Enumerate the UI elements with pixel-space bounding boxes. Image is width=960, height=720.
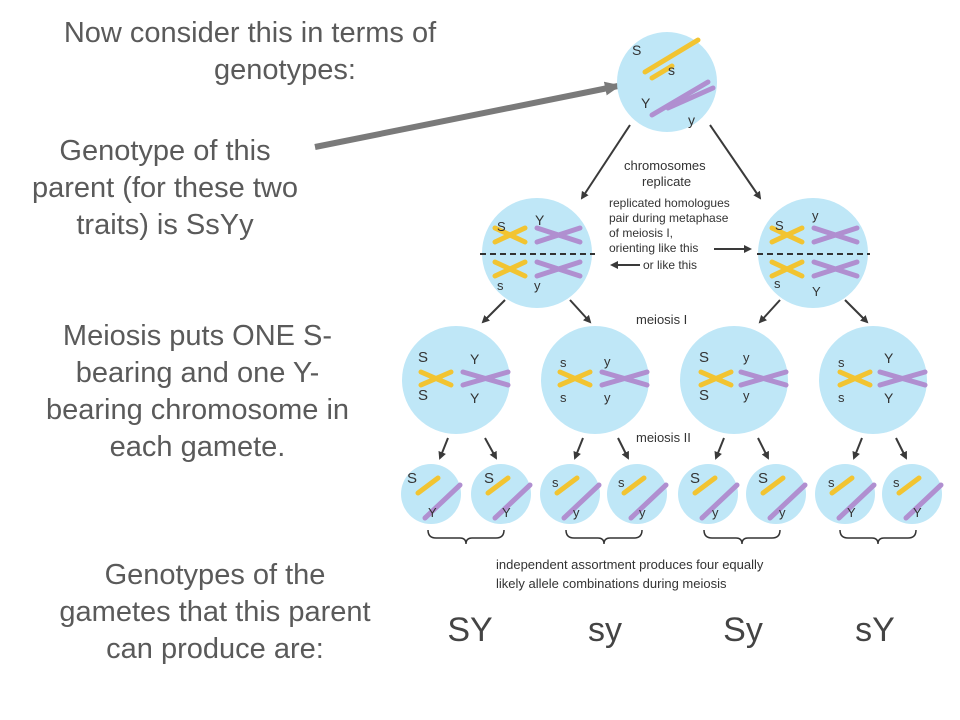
label-meiosis-2: meiosis II: [636, 430, 691, 445]
meiosis-line-3: bearing chromosome in: [45, 394, 350, 426]
meiosis-line-4: each gamete.: [109, 431, 286, 463]
gametes-question-line-3: can produce are:: [106, 633, 324, 665]
gamete-4: s y: [607, 464, 669, 524]
label-replicate-1: chromosomes: [624, 158, 706, 173]
brace-sy: [565, 529, 643, 545]
label-metaphase-2: pair during metaphase: [609, 211, 729, 225]
parent-allele-S: S: [632, 42, 641, 58]
brace-Sy: [703, 529, 781, 545]
metaphase-cell-2: S y s Y: [757, 198, 870, 308]
gametes-question-line-1: Genotypes of the: [104, 559, 326, 591]
meiosis-statement-text: Meiosis puts ONE S- bearing and one Y- b…: [0, 318, 395, 466]
pointer-arrow: [314, 81, 621, 150]
metaphase2-allele-s: s: [774, 276, 781, 291]
gamete-2: S Y: [471, 464, 533, 524]
brace-sY: [839, 529, 917, 545]
gamete5-allele-y: y: [712, 505, 719, 520]
meiosis1-cell1-allele-S-bottom: S: [418, 387, 428, 404]
meiosis1-cell3-allele-y-bottom: y: [743, 388, 750, 403]
metaphase-cell-1: S Y s y: [480, 198, 595, 308]
gamete2-allele-S: S: [484, 470, 494, 487]
gamete3-allele-y: y: [573, 505, 580, 520]
gamete-genotype-sy: sy: [588, 611, 622, 649]
gamete-genotype-sY: sY: [855, 611, 895, 649]
brace-SY: [427, 529, 505, 545]
gametes-question-line-2: gametes that this parent: [59, 596, 371, 628]
meiosis1-cell3-allele-S-bottom: S: [699, 387, 709, 404]
gamete8-allele-s: s: [893, 475, 900, 490]
gametes-question-text: Genotypes of the gametes that this paren…: [10, 557, 420, 668]
meiosis1-cell3-allele-y-top: y: [743, 350, 750, 365]
metaphase2-allele-Y: Y: [812, 284, 821, 299]
gamete-8: s Y: [882, 464, 944, 524]
parent-allele-y: y: [688, 112, 695, 128]
parent-cell: S s Y y: [617, 32, 717, 132]
meiosis1-cell4-allele-s-top: s: [838, 355, 845, 370]
meiosis-line-1: Meiosis puts ONE S-: [62, 320, 333, 352]
gamete7-allele-Y: Y: [847, 505, 856, 520]
gamete4-allele-y: y: [639, 505, 646, 520]
gamete-6: S y: [746, 464, 808, 524]
gamete6-allele-S: S: [758, 470, 768, 487]
heading-line-1: Now consider this in terms of: [63, 17, 437, 49]
gamete7-allele-s: s: [828, 475, 835, 490]
meiosis1-cell-4: s Y s Y: [819, 326, 928, 434]
meiosis1-cell2-allele-s-bottom: s: [560, 390, 567, 405]
parent-genotype-line-3: traits) is SsYy: [76, 209, 254, 241]
gamete-5: S y: [678, 464, 740, 524]
meiosis1-cell1-allele-S-top: S: [418, 349, 428, 366]
gamete3-allele-s: s: [552, 475, 559, 490]
metaphase1-allele-y: y: [534, 278, 541, 293]
parent-genotype-line-2: parent (for these two: [32, 172, 298, 204]
meiosis1-cell4-allele-Y-top: Y: [884, 350, 894, 366]
label-assortment-2: likely allele combinations during meiosi…: [496, 576, 727, 591]
heading-line-2: genotypes:: [214, 54, 356, 86]
meiosis-line-2: bearing and one Y-: [75, 357, 320, 389]
label-assortment-1: independent assortment produces four equ…: [496, 557, 764, 572]
gamete-genotype-SY: SY: [447, 611, 493, 649]
gamete5-allele-S: S: [690, 470, 700, 487]
label-meiosis-1: meiosis I: [636, 312, 687, 327]
meiosis1-cell-1: S Y S Y: [402, 326, 511, 434]
metaphase1-allele-Y: Y: [535, 212, 545, 228]
gamete2-allele-Y: Y: [502, 505, 511, 520]
meiosis1-cell2-allele-y-top: y: [604, 354, 611, 369]
gamete-genotype-Sy: Sy: [723, 611, 763, 649]
parent-genotype-line-1: Genotype of this: [59, 135, 271, 167]
gamete8-allele-Y: Y: [913, 505, 922, 520]
heading: Now consider this in terms of genotypes:: [10, 15, 490, 89]
metaphase2-allele-S: S: [775, 218, 784, 233]
gamete1-allele-S: S: [407, 470, 417, 487]
metaphase1-allele-S: S: [497, 219, 506, 234]
meiosis1-cell-3: S y S y: [680, 326, 789, 434]
metaphase2-allele-y: y: [812, 208, 819, 223]
label-metaphase-3: of meiosis I,: [609, 226, 673, 240]
parent-genotype-text: Genotype of this parent (for these two t…: [0, 133, 330, 244]
gamete-3: s y: [540, 464, 602, 524]
meiosis1-cell1-allele-Y-bottom: Y: [470, 390, 480, 406]
meiosis1-cell2-allele-y-bottom: y: [604, 390, 611, 405]
label-metaphase-1: replicated homologues: [609, 196, 730, 210]
parent-allele-s: s: [668, 62, 675, 78]
gamete4-allele-s: s: [618, 475, 625, 490]
metaphase1-allele-s: s: [497, 278, 504, 293]
gamete1-allele-Y: Y: [428, 505, 437, 520]
label-metaphase-5: or like this: [643, 258, 697, 272]
meiosis1-cell2-allele-s-top: s: [560, 355, 567, 370]
meiosis1-cell4-allele-Y-bottom: Y: [884, 390, 894, 406]
parent-allele-Y: Y: [641, 95, 651, 111]
meiosis1-cell3-allele-S-top: S: [699, 349, 709, 366]
gamete-7: s Y: [815, 464, 877, 524]
label-replicate-2: replicate: [642, 174, 691, 189]
meiosis1-cell4-allele-s-bottom: s: [838, 390, 845, 405]
label-metaphase-4: orienting like this: [609, 241, 698, 255]
meiosis1-cell1-allele-Y-top: Y: [470, 351, 480, 367]
gamete6-allele-y: y: [779, 505, 786, 520]
gamete-1: S Y: [401, 464, 463, 524]
meiosis1-cell-2: s y s y: [541, 326, 650, 434]
